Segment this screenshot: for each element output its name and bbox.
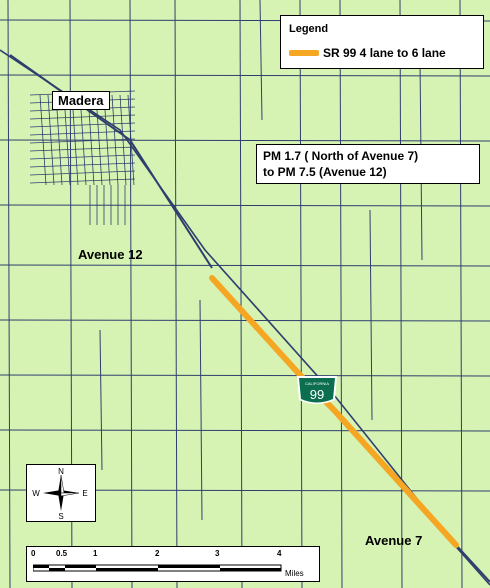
road-local [99, 329, 103, 471]
legend: Legend SR 99 4 lane to 6 lane [280, 15, 484, 69]
road-north-south [299, 0, 303, 588]
shield-route-number: 99 [310, 387, 324, 402]
legend-label-sr99: SR 99 4 lane to 6 lane [323, 46, 446, 60]
city-street [29, 154, 136, 160]
project-limits-label: PM 1.7 ( North of Avenue 7) to PM 7.5 (A… [256, 144, 480, 184]
legend-title: Legend [289, 23, 329, 35]
project-limits-line-1: PM 1.7 ( North of Avenue 7) [263, 149, 419, 163]
road-east-west [0, 204, 490, 207]
scale-unit: Miles [285, 569, 304, 578]
city-label-madera: Madera [52, 91, 110, 110]
road-north-south [459, 0, 463, 588]
road-north-south [339, 0, 343, 588]
city-street [39, 94, 47, 186]
compass-n: N [58, 467, 64, 476]
road-label-avenue-7: Avenue 7 [365, 533, 423, 548]
city-street [29, 114, 136, 120]
city-street [71, 94, 79, 186]
city-street [29, 138, 136, 144]
city-street [29, 162, 136, 168]
scale-tick-label: 0 [31, 549, 36, 558]
scale-tick-label: 4 [277, 549, 282, 558]
city-street-grid [29, 90, 136, 225]
north-arrow: N S E W [26, 464, 96, 522]
compass-s: S [58, 512, 63, 521]
scale-tick-label: 3 [215, 549, 220, 558]
city-street [29, 122, 136, 128]
sr99-highway-shield: CALIFORNIA 99 [297, 376, 337, 404]
road-east-west [0, 429, 490, 432]
city-street [29, 146, 136, 152]
road-east-west [0, 374, 490, 377]
scale-bar-graphic [33, 564, 282, 572]
city-street [29, 170, 136, 176]
city-street [79, 94, 87, 186]
compass-e: E [82, 489, 87, 498]
scale-tick-label: 0.5 [56, 549, 68, 558]
sr99-corridor-south [455, 544, 490, 583]
scale-tick-label: 1 [93, 549, 98, 558]
legend-swatch-sr99 [289, 50, 319, 56]
scale-tick-label: 2 [155, 549, 160, 558]
road-east-west [0, 74, 490, 77]
sr99-corridor-north [9, 54, 213, 269]
road-local [369, 209, 373, 421]
road-label-avenue-12: Avenue 12 [78, 247, 143, 262]
city-street [119, 94, 127, 186]
city-street [29, 178, 136, 184]
road-north-south [399, 0, 403, 588]
road-east-west [0, 139, 490, 142]
scale-bar: 0 0.5 1 2 3 4 Miles [26, 546, 320, 582]
compass-w: W [32, 489, 40, 498]
project-limits-line-2: to PM 7.5 (Avenue 12) [263, 165, 387, 179]
road-east-west [0, 264, 490, 267]
shield-state-text: CALIFORNIA [305, 381, 329, 386]
road-local [259, 0, 263, 121]
road-east-west [0, 319, 490, 322]
road-local [199, 299, 203, 521]
compass-rose-icon: N S E W [32, 467, 87, 521]
